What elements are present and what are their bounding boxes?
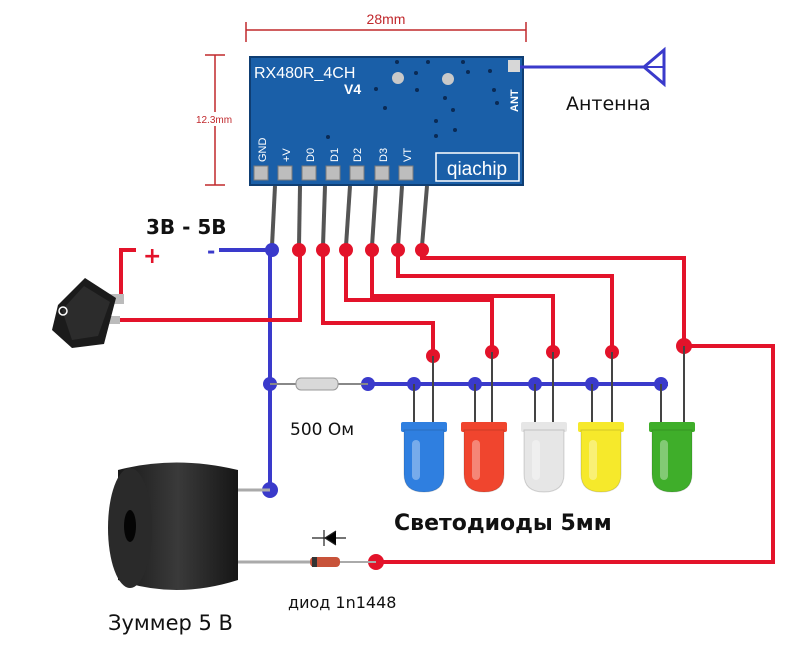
led-body (463, 429, 505, 493)
led-highlight (532, 440, 540, 480)
led-body (651, 429, 693, 493)
module-version: V4 (344, 81, 361, 97)
led-body (580, 429, 622, 493)
pin-label-d1: D1 (329, 148, 341, 162)
led-white (521, 352, 567, 493)
led-body (403, 429, 445, 493)
led-highlight (412, 440, 420, 480)
height-label: 12.3mm (196, 115, 232, 126)
width-dimension: 28mm (245, 11, 527, 42)
pin-label-vplus: +V (281, 148, 293, 162)
buzzer-label: Зуммер 5 В (108, 611, 233, 635)
resistor: 500 Ом (270, 377, 368, 440)
diode-symbol-icon (312, 530, 346, 546)
pin-label-gnd: GND (257, 138, 269, 163)
led-highlight (660, 440, 668, 480)
pin-label-d3: D3 (378, 148, 390, 162)
pin-label-vt: VT (402, 148, 414, 162)
plus-sign: + (143, 244, 161, 269)
pin-label-d0: D0 (305, 148, 317, 162)
pin-pads (253, 165, 414, 181)
led-highlight (472, 440, 480, 480)
diode-label: диод 1n1448 (288, 593, 396, 612)
led-body (523, 429, 565, 493)
led-rim (401, 422, 447, 432)
receiver-module: RX480R_4CH V4 ANT qiachip GND +V D0 D1 D… (249, 56, 524, 186)
resistor-label: 500 Ом (290, 420, 354, 440)
minus-sign: - (207, 239, 215, 263)
height-dimension: 12.3mm (190, 54, 240, 186)
width-label: 28mm (367, 11, 406, 27)
led-highlight (589, 440, 597, 480)
leds-label: Светодиоды 5мм (394, 511, 612, 536)
led-red (461, 352, 507, 493)
voltage-label: 3В - 5В (146, 215, 227, 239)
led-rim (461, 422, 507, 432)
led-yellow (578, 352, 624, 493)
pin-labels: GND +V D0 D1 D2 D3 VT (257, 138, 414, 163)
antenna-pin-label: ANT (509, 89, 521, 112)
leds (401, 346, 695, 493)
led-rim (521, 422, 567, 432)
led-blue (401, 356, 447, 493)
led-rim (578, 422, 624, 432)
diode: диод 1n1448 (288, 530, 396, 612)
header-pins (270, 185, 429, 247)
antenna-label: Антенна (566, 93, 651, 115)
brand-logo: qiachip (447, 159, 507, 180)
buzzer: Зуммер 5 В (108, 462, 310, 635)
led-rim (649, 422, 695, 432)
power-switch-icon[interactable] (52, 278, 124, 348)
led-green (649, 346, 695, 493)
antenna: Антенна (520, 46, 666, 115)
positive-junctions (292, 243, 692, 570)
module-model: RX480R_4CH (254, 65, 355, 82)
pin-label-d2: D2 (352, 148, 364, 162)
